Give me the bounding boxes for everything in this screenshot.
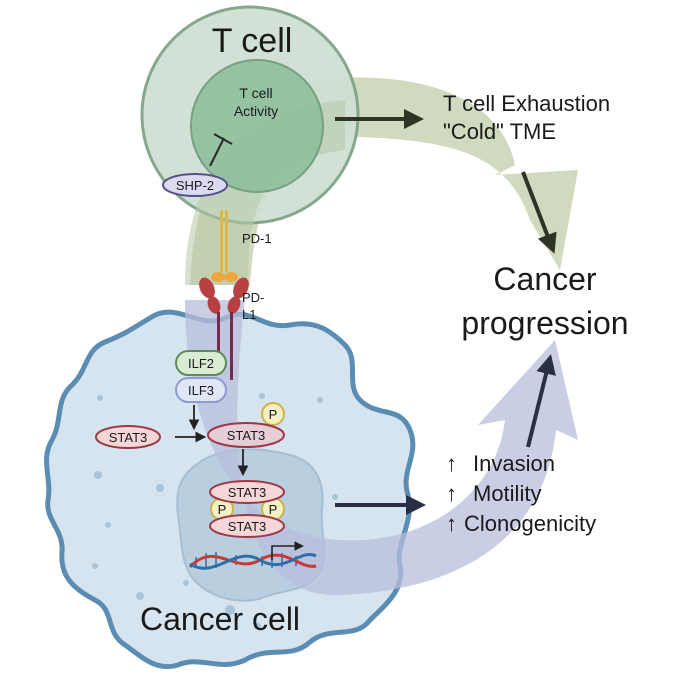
inhibition-icon <box>209 133 233 167</box>
dimer-bottom-label: STAT3 <box>228 519 267 534</box>
stat3-phosphorylated: P STAT3 <box>207 402 285 477</box>
exhaustion-to-progression-arrow <box>521 171 557 254</box>
shp2-label: SHP-2 <box>176 178 214 193</box>
dimer-phosphate-left: P <box>218 502 227 517</box>
effect-item: ↑ <box>446 511 457 536</box>
progression-line-2: progression <box>461 305 628 341</box>
ilf2-label: ILF2 <box>188 356 214 371</box>
cancer-cell-title: Cancer cell <box>140 601 300 637</box>
dimer-top-label: STAT3 <box>228 485 267 500</box>
phosphate-label: P <box>269 407 278 422</box>
effect-item: ↑ <box>446 451 457 476</box>
dimer-phosphate-right: P <box>269 502 278 517</box>
progression-label: Cancer progression <box>461 261 628 341</box>
pd1-label: PD-1 <box>242 231 272 246</box>
pdl1-label-2: L1 <box>242 307 256 322</box>
t-cell-nucleus <box>190 59 324 193</box>
t-cell-title: T cell <box>212 22 293 60</box>
effects-list: ↑ Invasion ↑ Motility ↑ Clonogenicity <box>446 451 596 536</box>
dna-helix-icon <box>188 541 317 570</box>
ilf3-label: ILF3 <box>188 383 214 398</box>
pdl1-label-1: PD- <box>242 290 264 305</box>
ilf3-protein <box>175 377 227 403</box>
pd1-receptor: PD-1 <box>211 210 272 282</box>
exhaustion-line-1: T cell Exhaustion <box>443 91 610 116</box>
pdl1-ligand: PD- L1 <box>199 277 264 380</box>
stat3-cytoplasmic: STAT3 <box>95 425 207 449</box>
transcription-start-arrow <box>271 541 304 560</box>
shp2-protein <box>162 173 228 197</box>
ilf2-protein <box>175 350 227 376</box>
stat3-label: STAT3 <box>109 430 148 445</box>
ilf-complex: ILF2 ILF3 <box>175 350 227 431</box>
blue-progression-arrow <box>185 300 578 596</box>
effect-label: Motility <box>473 481 541 506</box>
exhaustion-label: T cell Exhaustion "Cold" TME <box>443 91 610 144</box>
t-cell-activity-label-2: Activity <box>234 103 278 119</box>
effect-label: Clonogenicity <box>464 511 596 536</box>
effect-item: ↑ <box>446 481 457 506</box>
stat3-phospho-label: STAT3 <box>227 428 266 443</box>
effect-label: Invasion <box>473 451 555 476</box>
progression-line-1: Cancer <box>493 261 597 297</box>
t-cell-activity-label-1: T cell <box>239 85 272 101</box>
effects-to-progression-arrow <box>526 354 556 448</box>
stat3-dimer: P P STAT3 STAT3 <box>209 480 285 538</box>
phosphate-icon <box>261 402 285 426</box>
exhaustion-line-2: "Cold" TME <box>443 119 556 144</box>
